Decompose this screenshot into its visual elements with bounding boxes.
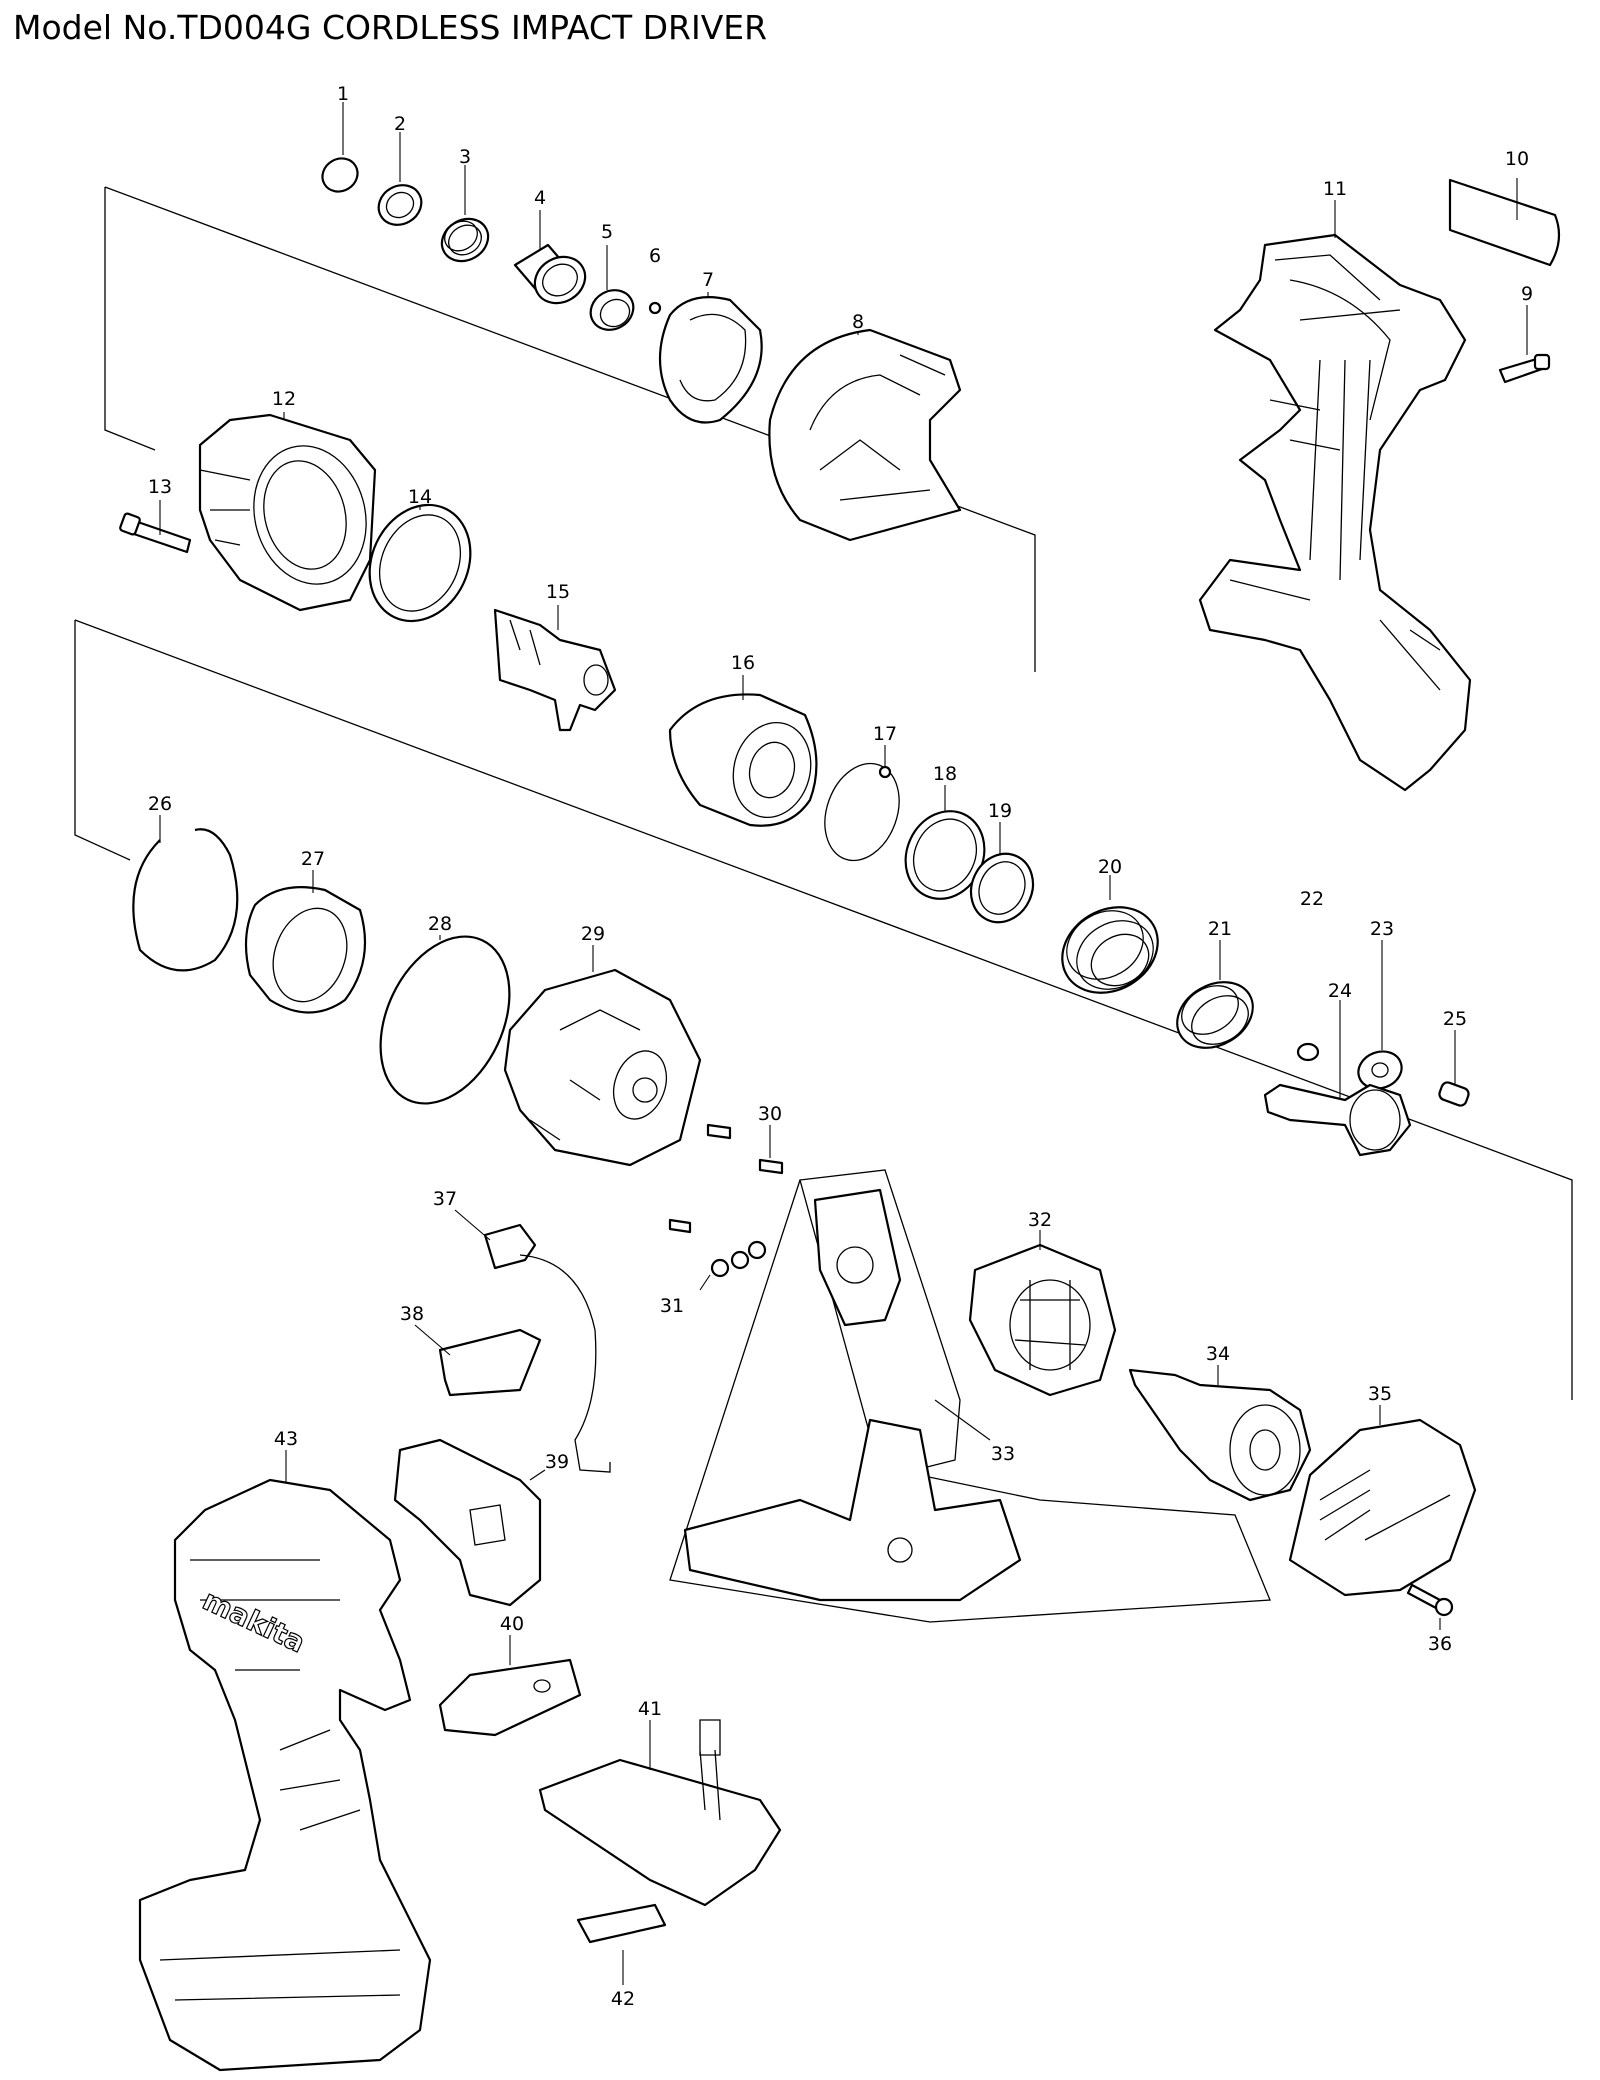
part-label-40[interactable]: 40	[500, 1613, 524, 1635]
part-label-37[interactable]: 37	[433, 1188, 457, 1210]
part-label-1[interactable]: 1	[337, 83, 349, 105]
part-19-washer[interactable]	[960, 822, 1044, 932]
part-38-switch-lever[interactable]	[414, 1324, 542, 1397]
part-34-rotor[interactable]	[1128, 1365, 1312, 1502]
part-label-4[interactable]: 4	[534, 187, 546, 209]
part-label-41[interactable]: 41	[638, 1698, 662, 1720]
part-label-19[interactable]: 19	[988, 800, 1012, 822]
part-24-spindle[interactable]	[1263, 1000, 1412, 1157]
part-23-flat-washer[interactable]	[1353, 940, 1407, 1094]
part-label-33[interactable]: 33	[991, 1443, 1015, 1465]
part-label-8[interactable]: 8	[852, 311, 864, 333]
part-label-3[interactable]: 3	[459, 146, 471, 168]
part-label-39[interactable]: 39	[545, 1451, 569, 1473]
part-label-34[interactable]: 34	[1206, 1343, 1230, 1365]
part-6-steel-ball[interactable]	[648, 301, 662, 315]
part-label-31[interactable]: 31	[660, 1295, 684, 1317]
group-boundary-lines	[74, 186, 1573, 1400]
part-30-screw[interactable]	[706, 1123, 784, 1175]
part-26-retaining-ring[interactable]	[132, 815, 239, 972]
part-18-washer[interactable]	[892, 785, 999, 912]
part-label-24[interactable]: 24	[1328, 980, 1352, 1002]
part-27-gear-case[interactable]	[244, 870, 367, 1014]
part-37-lamp-circuit[interactable]	[454, 1209, 611, 1473]
part-31-screw[interactable]	[668, 1218, 767, 1291]
part-29-motor-housing[interactable]	[503, 945, 702, 1167]
part-label-17[interactable]: 17	[873, 723, 897, 745]
part-25-pin[interactable]	[1438, 1030, 1470, 1107]
part-22-steel-ball[interactable]	[1296, 1042, 1320, 1062]
part-label-21[interactable]: 21	[1208, 918, 1232, 940]
part-label-5[interactable]: 5	[601, 221, 613, 243]
part-15-anvil[interactable]	[493, 605, 617, 732]
part-32-field[interactable]	[968, 1230, 1117, 1397]
part-label-25[interactable]: 25	[1443, 1008, 1467, 1030]
part-label-28[interactable]: 28	[428, 913, 452, 935]
part-label-6[interactable]: 6	[649, 245, 661, 267]
part-5-ring[interactable]	[583, 245, 640, 337]
part-label-14[interactable]: 14	[408, 486, 432, 508]
part-number-labels: 1 2 3 4 5 6 7 8 9 10 11 12 13 14 15 16 1…	[148, 83, 1533, 2010]
part-39-switch[interactable]	[393, 1438, 546, 1607]
part-4-sleeve[interactable]	[513, 210, 594, 312]
part-label-10[interactable]: 10	[1505, 148, 1529, 170]
part-label-15[interactable]: 15	[546, 581, 570, 603]
part-12-hammer-case[interactable]	[198, 412, 381, 612]
part-label-26[interactable]: 26	[148, 793, 172, 815]
part-label-43[interactable]: 43	[274, 1428, 298, 1450]
part-label-12[interactable]: 12	[272, 388, 296, 410]
part-42-label[interactable]	[576, 1903, 667, 1985]
part-33-controller-group[interactable]	[669, 1169, 1271, 1623]
part-21-spring[interactable]	[1165, 940, 1264, 1061]
part-label-42[interactable]: 42	[611, 1988, 635, 2010]
part-label-23[interactable]: 23	[1370, 918, 1394, 940]
part-9-screw[interactable]	[1498, 305, 1551, 384]
part-label-30[interactable]: 30	[758, 1103, 782, 1125]
part-label-29[interactable]: 29	[581, 923, 605, 945]
part-35-rear-cover[interactable]	[1288, 1405, 1477, 1597]
part-11-housing-set[interactable]	[1198, 200, 1472, 792]
part-28-o-ring[interactable]	[355, 916, 535, 1125]
part-40-cover[interactable]	[438, 1635, 582, 1737]
part-7-cap[interactable]	[658, 292, 763, 424]
part-label-9[interactable]: 9	[1521, 283, 1533, 305]
part-label-11[interactable]: 11	[1323, 178, 1347, 200]
part-41-terminal[interactable]	[538, 1719, 782, 1907]
part-17-steel-ball[interactable]	[812, 745, 912, 871]
part-label-22[interactable]: 22	[1300, 888, 1324, 910]
part-13-bolt[interactable]	[119, 500, 192, 554]
part-label-35[interactable]: 35	[1368, 1383, 1392, 1405]
part-10-name-plate[interactable]	[1448, 178, 1561, 267]
part-label-27[interactable]: 27	[301, 848, 325, 870]
part-label-18[interactable]: 18	[933, 763, 957, 785]
part-label-32[interactable]: 32	[1028, 1209, 1052, 1231]
part-2-washer[interactable]	[371, 132, 428, 232]
part-label-36[interactable]: 36	[1428, 1633, 1452, 1655]
part-label-13[interactable]: 13	[148, 476, 172, 498]
part-14-flat-washer[interactable]	[351, 488, 489, 637]
part-43-housing-set[interactable]: makita	[138, 1450, 432, 2072]
part-8-bumper[interactable]	[768, 328, 962, 542]
part-label-2[interactable]: 2	[394, 113, 406, 135]
part-label-38[interactable]: 38	[400, 1303, 424, 1325]
part-3-spring[interactable]	[434, 165, 496, 269]
part-16-hammer[interactable]	[668, 675, 821, 827]
part-1-retaining-ring[interactable]	[316, 102, 363, 198]
page-title: Model No.TD004G CORDLESS IMPACT DRIVER	[13, 8, 768, 47]
part-label-20[interactable]: 20	[1098, 856, 1122, 878]
part-36-screw[interactable]	[1406, 1583, 1454, 1630]
part-20-spring[interactable]	[1047, 875, 1174, 1010]
part-label-7[interactable]: 7	[702, 269, 714, 291]
part-label-16[interactable]: 16	[731, 652, 755, 674]
